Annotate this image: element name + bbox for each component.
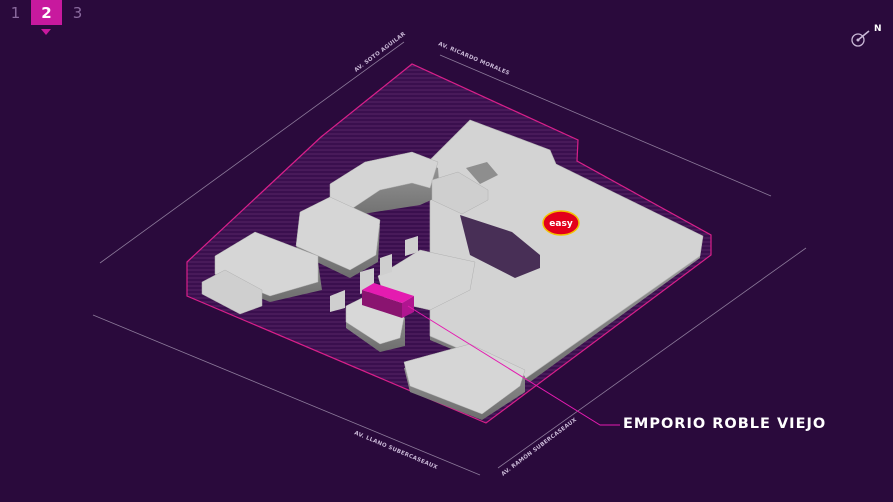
selected-store-highlight[interactable]: [362, 283, 414, 318]
street-label-llano-subercaseaux: AV. LLANO SUBERCASEAUX: [353, 430, 439, 471]
compass-north-label: N: [874, 24, 882, 34]
shops-north-arc: [329, 151, 489, 220]
anchor-store-building[interactable]: [429, 119, 704, 382]
street-label-ricardo-morales: AV. RICARDO MORALES: [437, 41, 510, 77]
street-lines: [92, 41, 807, 476]
active-floor-caret-icon: [41, 29, 51, 35]
easy-logo: easy: [542, 210, 580, 236]
street-label-ramon-subercaseaux: AV. RAMÓN SUBERCASEAUX: [500, 416, 579, 478]
store-leader-line: [407, 305, 620, 426]
selected-store-name: EMPORIO ROBLE VIEJO: [623, 416, 827, 432]
floor-tab-2-label: 2: [41, 3, 52, 22]
north-compass-icon: [851, 30, 870, 47]
floor-tab-3[interactable]: 3: [72, 3, 83, 22]
svg-text:easy: easy: [549, 219, 573, 229]
floor-selector: 1 2 3: [0, 0, 93, 35]
floor-tab-1[interactable]: 1: [10, 3, 21, 22]
street-label-soto-aguilar: AV. SOTO AGUILAR: [354, 31, 408, 74]
shops-west: [201, 196, 381, 315]
floor-tab-2[interactable]: 2: [31, 0, 62, 35]
shops-south-east: [403, 343, 526, 420]
shops-center: [345, 236, 476, 352]
